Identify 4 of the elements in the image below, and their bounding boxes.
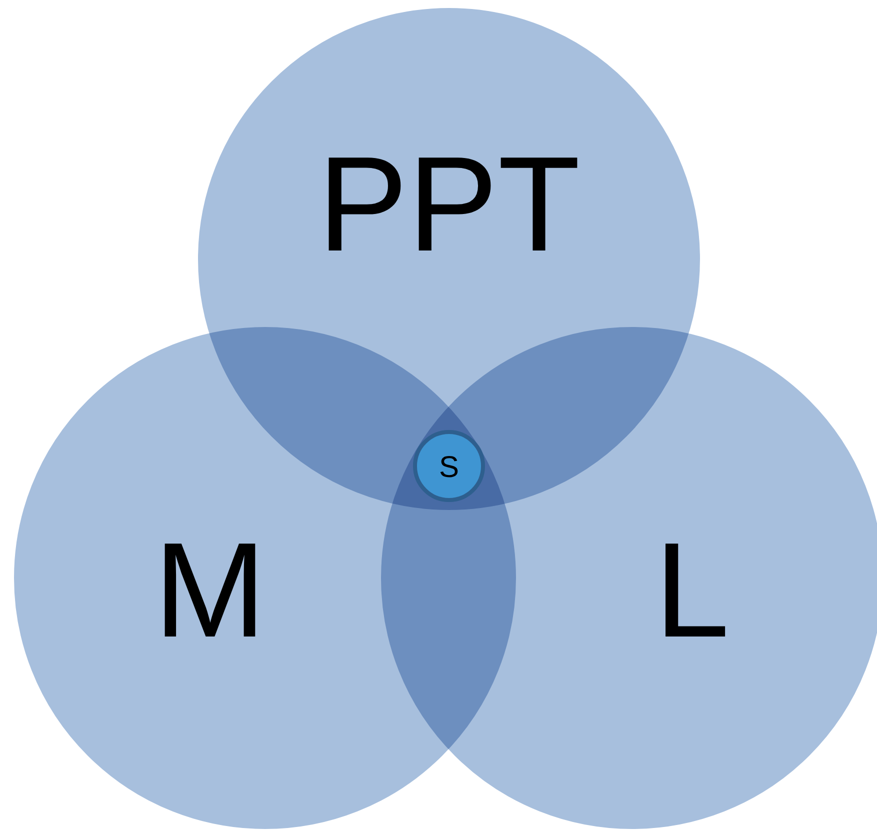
circle-label: S [439,453,459,483]
circle-label: L [654,522,730,658]
circle-label: M [154,522,266,658]
circle-label: PPT [318,136,580,272]
